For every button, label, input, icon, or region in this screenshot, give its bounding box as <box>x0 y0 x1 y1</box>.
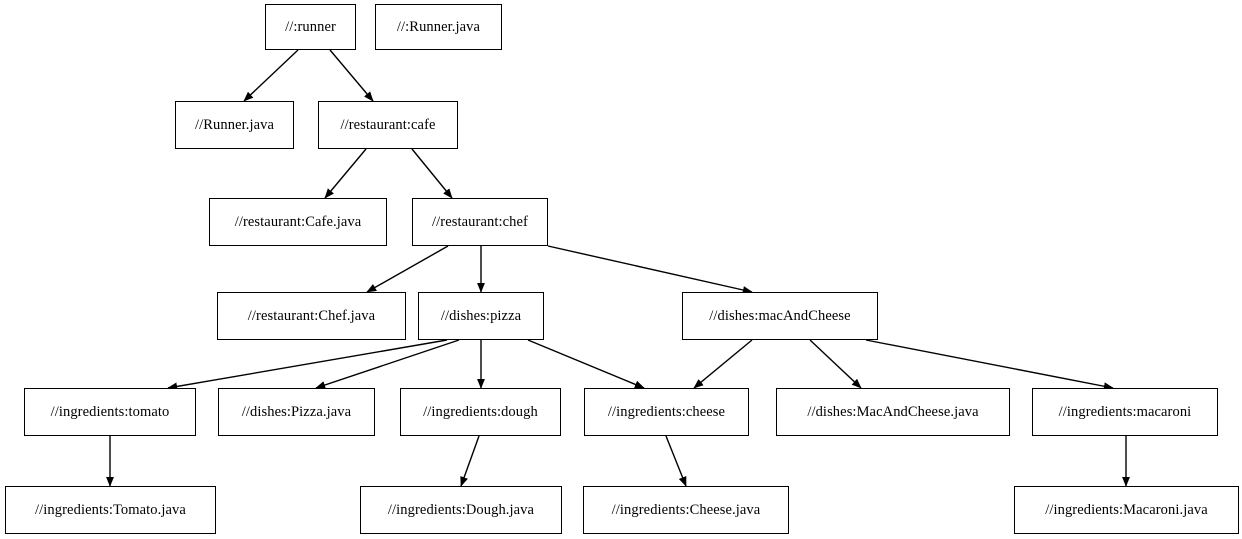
graph-node-pizza_java[interactable]: //dishes:Pizza.java <box>218 388 375 436</box>
graph-node-label: //ingredients:dough <box>423 403 538 420</box>
graph-node-cafe_java[interactable]: //restaurant:Cafe.java <box>209 198 387 246</box>
graph-node-label: //dishes:macAndCheese <box>709 307 851 324</box>
graph-node-label: //restaurant:Chef.java <box>247 307 376 324</box>
graph-node-chef_java[interactable]: //restaurant:Chef.java <box>217 292 406 340</box>
graph-node-mac_java[interactable]: //dishes:MacAndCheese.java <box>776 388 1010 436</box>
graph-node-restaurant_chef[interactable]: //restaurant:chef <box>412 198 548 246</box>
graph-node-label: //restaurant:Cafe.java <box>234 213 362 230</box>
graph-node-label: //ingredients:tomato <box>50 403 170 420</box>
graph-node-macaroni_java[interactable]: //ingredients:Macaroni.java <box>1014 486 1239 534</box>
graph-node-dishes_pizza[interactable]: //dishes:pizza <box>418 292 544 340</box>
graph-node-label: //restaurant:cafe <box>340 116 436 133</box>
graph-node-label: //ingredients:Cheese.java <box>611 501 761 518</box>
graph-node-label: //ingredients:Tomato.java <box>35 501 186 518</box>
graph-node-label: //ingredients:Macaroni.java <box>1045 501 1208 518</box>
graph-node-runner_java_root[interactable]: //:Runner.java <box>375 4 502 50</box>
graph-node-restaurant_cafe[interactable]: //restaurant:cafe <box>318 101 458 149</box>
graph-node-label: //restaurant:chef <box>432 213 528 230</box>
graph-node-ing_macaroni[interactable]: //ingredients:macaroni <box>1032 388 1218 436</box>
graph-node-label: //:Runner.java <box>396 18 481 35</box>
graph-node-runner_java[interactable]: //Runner.java <box>175 101 294 149</box>
graph-node-tomato_java[interactable]: //ingredients:Tomato.java <box>5 486 216 534</box>
graph-node-label: //ingredients:cheese <box>607 403 726 420</box>
graph-node-label: //ingredients:macaroni <box>1058 403 1192 420</box>
graph-node-dough_java[interactable]: //ingredients:Dough.java <box>360 486 562 534</box>
graph-node-ing_dough[interactable]: //ingredients:dough <box>400 388 561 436</box>
graph-node-label: //ingredients:Dough.java <box>387 501 535 518</box>
graph-node-label: //dishes:Pizza.java <box>241 403 352 420</box>
graph-node-label: //dishes:MacAndCheese.java <box>807 403 979 420</box>
graph-node-label: //dishes:pizza <box>440 307 522 324</box>
graph-node-dishes_mac[interactable]: //dishes:macAndCheese <box>682 292 878 340</box>
graph-node-label: //:runner <box>285 18 336 35</box>
graph-node-ing_tomato[interactable]: //ingredients:tomato <box>24 388 196 436</box>
graph-node-cheese_java[interactable]: //ingredients:Cheese.java <box>583 486 789 534</box>
graph-node-runner[interactable]: //:runner <box>265 4 356 50</box>
graph-node-label: //Runner.java <box>194 116 275 133</box>
graph-node-ing_cheese[interactable]: //ingredients:cheese <box>584 388 749 436</box>
